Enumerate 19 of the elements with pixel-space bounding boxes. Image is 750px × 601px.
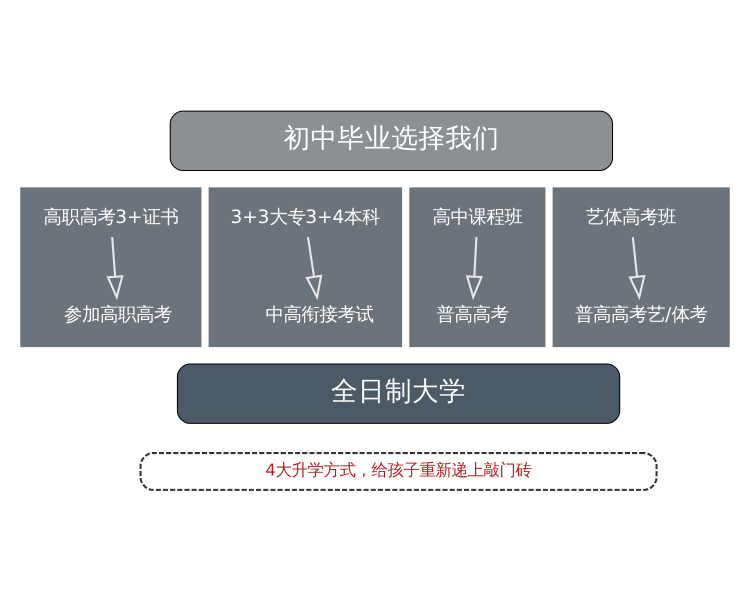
node-text: 高中课程班	[432, 207, 522, 228]
arrow	[628, 236, 646, 300]
node-text: 普高高考艺/体考	[575, 304, 708, 326]
node-box: 4大升学方式，给孩子重新递上敲门砖	[140, 452, 658, 491]
cluster	[20, 187, 202, 348]
node-text: 参加高职高考	[64, 304, 172, 326]
node-text: 3+3大专3+4本科	[230, 207, 380, 228]
arrow	[106, 237, 124, 300]
cluster	[552, 187, 730, 348]
node-box: 全日制大学	[176, 363, 620, 424]
node-text: 艺体高考班	[586, 207, 676, 228]
arrow	[466, 237, 483, 300]
cluster	[409, 187, 546, 348]
node-box: 初中毕业选择我们	[170, 110, 614, 171]
cluster	[208, 187, 402, 348]
node-text: 中高衔接考试	[266, 304, 374, 326]
node-text: 高职高考3+证书	[43, 207, 178, 228]
arrow	[305, 236, 322, 300]
node-text: 普高高考	[436, 304, 508, 326]
